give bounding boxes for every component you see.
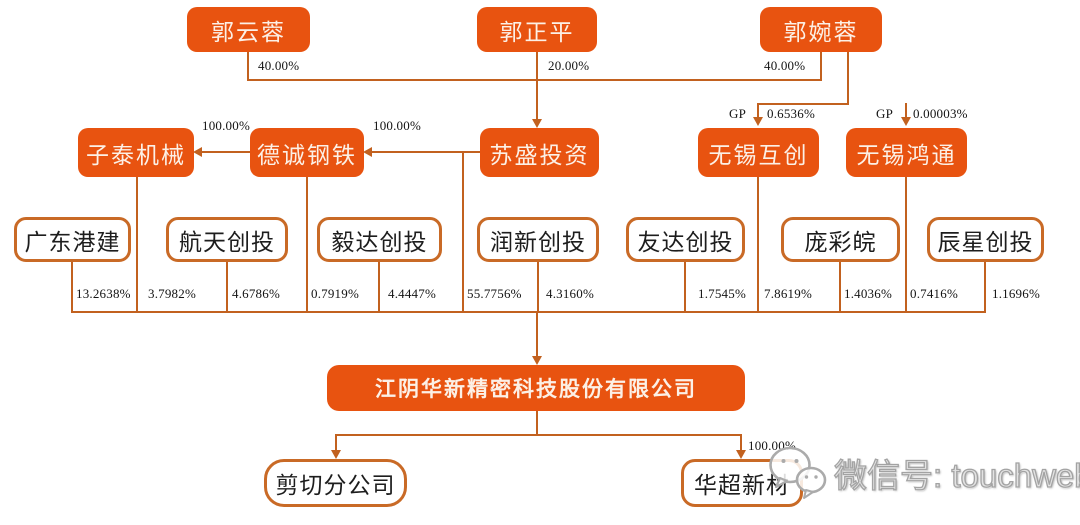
arrow-into-main-company xyxy=(532,356,542,365)
node-decheng-gangtie: 德诚钢铁 xyxy=(250,128,364,177)
connector-zitai-drop xyxy=(136,177,138,313)
label-guo-yunrong-stake: 40.00% xyxy=(258,58,300,73)
watermark: 微信号: touchweb xyxy=(766,444,1080,502)
connector-guo-wanrong-drop xyxy=(820,52,822,81)
node-guo-yunrong: 郭云蓉 xyxy=(187,7,310,52)
connector-guangdong-drop xyxy=(71,262,73,313)
label-stake-zitai: 3.7982% xyxy=(148,286,196,301)
label-stake-runxin: 4.3160% xyxy=(546,286,594,301)
node-guangdong-gangjian: 广东港建 xyxy=(14,217,131,262)
arrow-into-susheng xyxy=(532,119,542,128)
label-stake-hangtian: 4.6786% xyxy=(232,286,280,301)
node-guo-zhengping: 郭正平 xyxy=(477,7,597,52)
arrow-into-zitai xyxy=(193,147,202,157)
connector-gp-stem xyxy=(847,52,849,105)
node-yida-chuangtou: 毅达创投 xyxy=(317,217,442,262)
label-stake-pang: 1.4036% xyxy=(844,286,892,301)
connector-decheng-drop xyxy=(306,177,308,313)
label-gp-2: GP xyxy=(876,106,894,121)
label-stake-decheng: 0.7919% xyxy=(311,286,359,301)
connector-pang-drop xyxy=(839,262,841,313)
node-main-company: 江阴华新精密科技股份有限公司 xyxy=(327,365,745,411)
connector-gp-right-drop xyxy=(905,103,907,117)
connector-yida-drop xyxy=(378,262,380,313)
connector-subsidiary-bus xyxy=(335,434,742,436)
label-stake-susheng: 55.7756% xyxy=(467,286,522,301)
label-gp-stake-2: 0.00003% xyxy=(913,106,968,121)
arrow-into-jianqie xyxy=(331,450,341,459)
connector-susheng-drop xyxy=(462,151,464,313)
wechat-icon xyxy=(769,446,827,499)
label-stake-wuxi-huchuang: 7.8619% xyxy=(764,286,812,301)
connector-shareholder-bus xyxy=(71,311,986,313)
label-gp-1: GP xyxy=(729,106,747,121)
watermark-text: 微信号: touchweb xyxy=(833,456,1080,494)
connector-guo-zhengping-drop xyxy=(536,52,538,119)
arrow-into-wuxi-hongtong xyxy=(901,117,911,126)
label-stake-chenxing: 1.1696% xyxy=(992,286,1040,301)
connector-youda-drop xyxy=(684,262,686,313)
connector-gp-bus xyxy=(757,103,849,105)
label-guo-wanrong-stake: 40.00% xyxy=(764,58,806,73)
connector-huachao-drop xyxy=(740,434,742,450)
connector-owners-bus xyxy=(247,79,822,81)
label-stake-youda: 1.7545% xyxy=(698,286,746,301)
label-stake-yida: 4.4447% xyxy=(388,286,436,301)
connector-susheng-to-decheng xyxy=(371,151,480,153)
node-guo-wanrong: 郭婉蓉 xyxy=(760,7,882,52)
connector-guo-yunrong-drop xyxy=(247,52,249,81)
connector-hangtian-drop xyxy=(226,262,228,313)
connector-bus-to-main xyxy=(536,311,538,356)
node-jianqie-branch: 剪切分公司 xyxy=(264,459,407,507)
connector-chenxing-drop xyxy=(984,262,986,313)
label-stake-wuxi-hongtong: 0.7416% xyxy=(910,286,958,301)
label-susheng-to-decheng: 100.00% xyxy=(373,118,421,133)
label-guo-zhengping-stake: 20.00% xyxy=(548,58,590,73)
connector-runxin-drop xyxy=(537,262,539,313)
node-pang-caiwan: 庞彩皖 xyxy=(781,217,900,262)
label-decheng-to-zitai: 100.00% xyxy=(202,118,250,133)
arrow-into-huachao xyxy=(736,450,746,459)
connector-wuxi-hongtong-drop xyxy=(905,177,907,313)
node-zitai-jixie: 子泰机械 xyxy=(78,128,194,177)
arrow-into-decheng xyxy=(363,147,372,157)
connector-wuxi-huchuang-drop xyxy=(757,177,759,313)
node-chenxing-chuangtou: 辰星创投 xyxy=(927,217,1044,262)
connector-jianqie-drop xyxy=(335,434,337,450)
label-gp-stake-1: 0.6536% xyxy=(767,106,815,121)
node-wuxi-hongtong: 无锡鸿通 xyxy=(846,128,967,177)
node-susheng-touzi: 苏盛投资 xyxy=(480,128,599,177)
connector-main-stem xyxy=(536,411,538,436)
node-wuxi-huchuang: 无锡互创 xyxy=(698,128,819,177)
arrow-into-wuxi-huchuang xyxy=(753,117,763,126)
connector-gp-left-drop xyxy=(757,103,759,117)
connector-decheng-to-zitai xyxy=(201,151,250,153)
node-youda-chuangtou: 友达创投 xyxy=(626,217,745,262)
label-stake-guangdong: 13.2638% xyxy=(76,286,131,301)
node-hangtian-chuangtou: 航天创投 xyxy=(166,217,288,262)
node-runxin-chuangtou: 润新创投 xyxy=(477,217,599,262)
